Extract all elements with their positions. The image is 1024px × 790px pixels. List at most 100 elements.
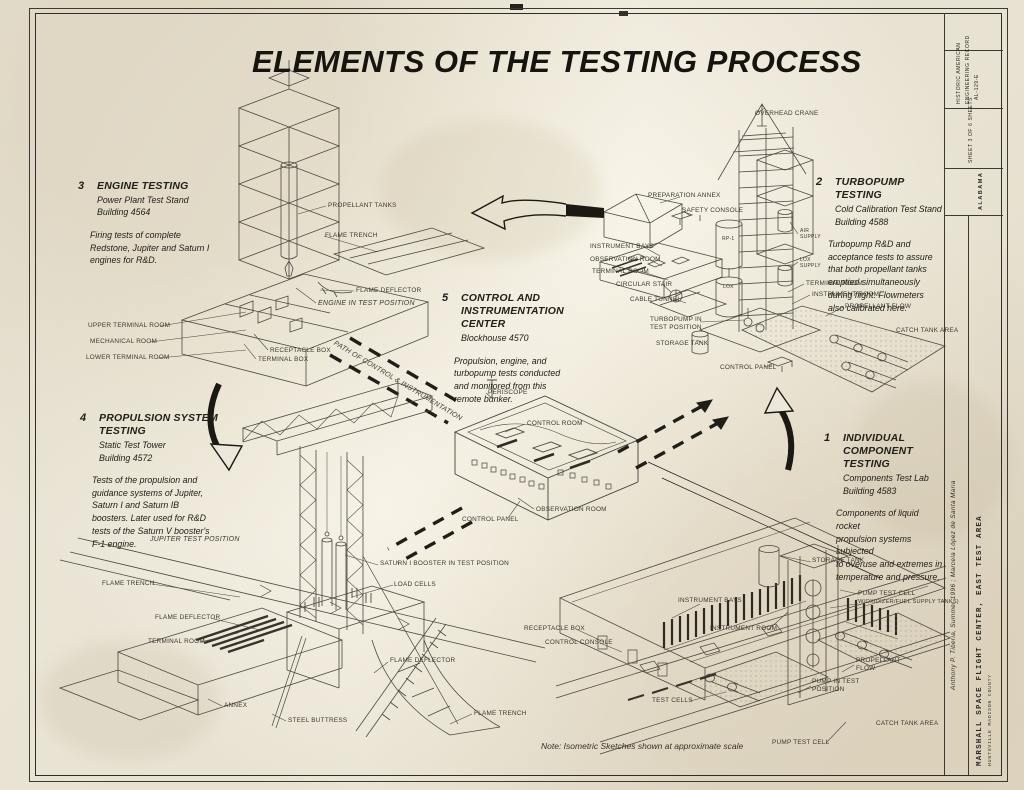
callout-label: ENGINE IN TEST POSITION — [318, 300, 415, 307]
section-component-testing: 1 INDIVIDUAL COMPONENT TESTING Component… — [824, 432, 944, 584]
arrow-left-head — [470, 194, 567, 231]
callout-label: CABLE TUNNEL — [630, 296, 682, 303]
arrow-left-tail — [566, 204, 604, 218]
section-heading: TURBOPUMP TESTING — [835, 176, 905, 202]
sheet-outer-border — [29, 8, 1008, 782]
callout-label: STEEL BUTTRESS — [288, 717, 348, 724]
catch-tank-cylinders — [829, 334, 909, 389]
title-block-divider — [944, 215, 1003, 216]
callout-label: STORAGE TANK — [812, 557, 865, 564]
callout-label: CONTROL ROOM — [527, 420, 583, 427]
section-number: 2 — [816, 176, 823, 188]
callout-label: CATCH TANK AREA — [876, 720, 939, 727]
section-heading: PROPULSION SYSTEM TESTING — [99, 412, 218, 438]
callout-label: INSTRUMENT BAYS — [678, 597, 742, 604]
callout-label: FLAME TRENCH — [325, 232, 378, 239]
callout-label: PROPELLANT FLOW — [845, 303, 912, 310]
callout-label: INSTRUMENT ROOM — [812, 291, 880, 298]
callout-label: RECEPTACLE BOX — [270, 347, 331, 354]
city-county-line: HUNTSVILLE MADISON COUNTY — [988, 674, 993, 766]
callout-label: PUMP TEST CELL — [772, 739, 830, 746]
callout-label: PUMP TEST CELL — [858, 590, 916, 597]
components-test-lab-drawing — [555, 517, 952, 755]
scale-note: Note: Isometric Sketches shown at approx… — [541, 741, 744, 751]
callout-label: RP-1 — [722, 236, 735, 242]
section-propulsion-testing: 4 PROPULSION SYSTEM TESTING Static Test … — [80, 412, 240, 550]
callout-label: INSTRUMENT ROOM — [710, 625, 778, 632]
title-block-divider — [944, 108, 1003, 109]
flow-arrows — [207, 194, 795, 472]
title-block-border — [944, 13, 946, 775]
callout-label: MECHANICAL ROOM — [90, 338, 158, 345]
section-body: Tests of the propulsion and guidance sys… — [92, 474, 210, 549]
callout-label: CONTROL PANEL — [720, 364, 777, 371]
callout-label: UPPER TERMINAL ROOM — [88, 322, 171, 329]
callout-label: FLAME DEFLECTOR — [356, 287, 422, 294]
section-number: 5 — [442, 292, 449, 304]
callout-label: SATURN I BOOSTER IN TEST POSITION — [380, 560, 509, 567]
engine-test-stand-drawing — [149, 60, 486, 387]
callout-label: CONTROL CONSOLE — [545, 639, 613, 646]
callout-label: LOAD CELLS — [394, 581, 436, 588]
record-name-line2: ENGINEERING RECORD — [965, 35, 971, 104]
section-body: Turbopump R&D and acceptance tests to as… — [828, 238, 933, 313]
section-number: 3 — [78, 180, 85, 192]
sheet-inner-border — [35, 13, 1002, 776]
record-number: AL-129-E — [974, 74, 980, 100]
propulsion-test-tower-drawing — [58, 382, 546, 738]
callout-label: JUPITER TEST POSITION — [150, 536, 240, 543]
callout-label: PREPARATION ANNEX — [648, 192, 721, 199]
callout-label: CIRCULAR STAIR — [616, 281, 673, 288]
title-block-divider — [944, 168, 1003, 169]
callout-label: ANNEX — [224, 702, 248, 709]
section-subtitle: Components Test Lab Building 4583 — [843, 473, 929, 496]
callout-label: OBSERVATION ROOM — [590, 256, 661, 263]
site-name: MARSHALL SPACE FLIGHT CENTER, EAST TEST … — [976, 515, 984, 766]
callout-label: TURBOPUMP IN TEST POSITION — [650, 316, 702, 331]
section-subtitle: Blockhouse 4570 — [461, 333, 529, 344]
callout-label: TERMINAL BOX — [258, 356, 309, 363]
callout-label: TEST CELLS — [652, 697, 693, 704]
arrow-up-head — [763, 386, 795, 414]
callout-label: PROPELLANT FLOW — [856, 657, 901, 672]
callout-label: TERMINAL ROOM — [806, 280, 863, 287]
delineator-credit: Anthony P. Tiberia, Summer 1996 ; Marcel… — [950, 480, 957, 690]
callout-label: OBSERVATION ROOM — [536, 506, 607, 513]
sheet-number: SHEET 3 OF 6 SHEETS — [968, 96, 974, 163]
callout-label: STORAGE TANK — [656, 340, 709, 347]
section-heading: CONTROL AND INSTRUMENTATION CENTER — [461, 292, 564, 331]
callout-label: FLAME TRENCH — [102, 580, 155, 587]
callout-label: CONTROL PANEL — [462, 516, 519, 523]
callout-label: PERISCOPE — [488, 389, 528, 396]
record-name-line1: HISTORIC AMERICAN — [956, 42, 962, 104]
callout-label: FLAME DEFLECTOR — [390, 657, 456, 664]
callout-label: PROPELLANT TANKS — [328, 202, 397, 209]
callout-label: AIR SUPPLY — [800, 228, 821, 241]
section-subtitle: Cold Calibration Test Stand Building 458… — [835, 204, 942, 227]
callout-label: FLAME TRENCH — [474, 710, 527, 717]
callout-label: LOX — [723, 284, 734, 290]
turbopump-test-stand-drawing — [598, 103, 946, 393]
section-body: Components of liquid rocket propulsion s… — [836, 508, 943, 582]
section-turbopump-testing: 2 TURBOPUMP TESTING Cold Calibration Tes… — [816, 176, 944, 314]
arrow-down-head — [209, 443, 244, 472]
blockhouse-drawing — [453, 379, 640, 521]
section-number: 1 — [824, 432, 831, 444]
section-body: Firing tests of complete Redstone, Jupit… — [90, 229, 210, 266]
callout-label: TERMINAL ROOM — [592, 268, 649, 275]
callout-label: SAFETY CONSOLE — [682, 207, 744, 214]
callout-label: (W/OXIDIZER/FUEL SUPPLY TANKS) — [856, 599, 959, 605]
arrow-up-tail — [778, 408, 795, 471]
page-title: ELEMENTS OF THE TESTING PROCESS — [252, 44, 862, 79]
section-control-center: 5 CONTROL AND INSTRUMENTATION CENTER Blo… — [442, 292, 610, 406]
callout-label: LOX SUPPLY — [800, 257, 821, 270]
title-block-column-divider — [968, 215, 969, 775]
callout-label: INSTRUMENT BAYS — [590, 243, 654, 250]
section-heading: INDIVIDUAL COMPONENT TESTING — [843, 432, 914, 471]
callout-label: PUMP IN TEST POSITION — [812, 678, 860, 693]
section-subtitle: Static Test Tower Building 4572 — [99, 440, 166, 463]
callout-label: FLAME DEFLECTOR — [155, 614, 221, 621]
state-label: ALABAMA — [978, 171, 984, 210]
